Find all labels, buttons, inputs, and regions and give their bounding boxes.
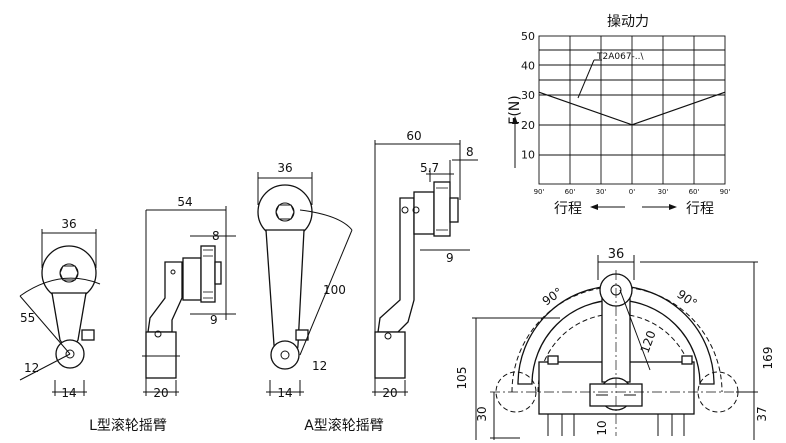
force-chart: 10 20 30 40 50 90' 60' 30' 0' 30' 60' 90' [512, 30, 730, 210]
dim-12-a: 12 [312, 359, 327, 373]
dim-5-7: 5.7 [420, 161, 439, 175]
chart-y-tick-label: 40 [521, 60, 535, 73]
chart-x-tick-label: 0' [629, 188, 635, 196]
chart-y-ticks: 10 20 30 40 50 [521, 30, 535, 161]
dim-8-l: 8 [212, 229, 220, 243]
dim-54: 54 [177, 195, 192, 209]
chart-y-label: F(N) [507, 95, 523, 124]
chart-x-label-right: 行程 [686, 201, 714, 217]
dim-8-a: 8 [466, 145, 474, 159]
dim-55: 55 [20, 311, 35, 325]
caption-l-type: L型滚轮摇臂 [89, 417, 167, 434]
dim-30: 30 [475, 406, 489, 421]
dim-14-l: 14 [61, 386, 76, 400]
chart-x-tick-label: 30' [658, 188, 669, 196]
dim-36-l: 36 [61, 217, 76, 231]
chart-x-tick-label: 90' [720, 188, 731, 196]
right-arrow-icon [669, 204, 677, 210]
dim-10: 10 [595, 420, 609, 435]
chart-x-ticks: 90' 60' 30' 0' 30' 60' 90' [534, 188, 731, 196]
dim-20-l: 20 [153, 386, 168, 400]
dim-9-l: 9 [210, 313, 218, 327]
dim-90-left: 90° [540, 285, 565, 309]
up-arrow-icon [512, 116, 518, 124]
chart-y-tick-label: 10 [521, 148, 535, 161]
dim-36-a: 36 [277, 161, 292, 175]
dim-12-l: 12 [24, 361, 39, 375]
chart-x-tick-label: 60' [689, 188, 700, 196]
dim-20-a: 20 [382, 386, 397, 400]
chart-y-tick-label: 20 [521, 119, 535, 132]
dim-37: 37 [755, 406, 769, 421]
dim-120: 120 [638, 329, 659, 355]
dim-169: 169 [761, 347, 775, 370]
chart-x-tick-label: 30' [596, 188, 607, 196]
dim-36-b: 36 [608, 247, 625, 262]
chart-x-tick-label: 90' [534, 188, 545, 196]
dim-105: 105 [455, 367, 469, 390]
chart-x-tick-label: 60' [565, 188, 576, 196]
chart-title: 操动力 [607, 14, 649, 30]
chart-y-tick-label: 30 [521, 89, 535, 102]
dim-60: 60 [406, 129, 421, 143]
a-type-front-view [257, 172, 353, 396]
caption-a-type: A型滚轮摇臂 [304, 417, 384, 434]
assembly-view [472, 255, 758, 440]
chart-series-label: T2A067-..\ [596, 52, 645, 62]
chart-series [538, 91, 726, 126]
l-type-front-view [19, 229, 101, 396]
chart-y-tick-label: 50 [521, 30, 535, 43]
dim-100: 100 [323, 283, 346, 297]
left-arrow-icon [590, 204, 598, 210]
dim-9-a: 9 [446, 251, 454, 265]
a-type-side-view [372, 140, 478, 396]
l-type-side-view [142, 206, 236, 396]
chart-series-line [538, 91, 726, 126]
chart-x-label-left: 行程 [554, 201, 582, 217]
dim-90-right: 90° [674, 287, 699, 311]
dim-14-a: 14 [277, 386, 292, 400]
